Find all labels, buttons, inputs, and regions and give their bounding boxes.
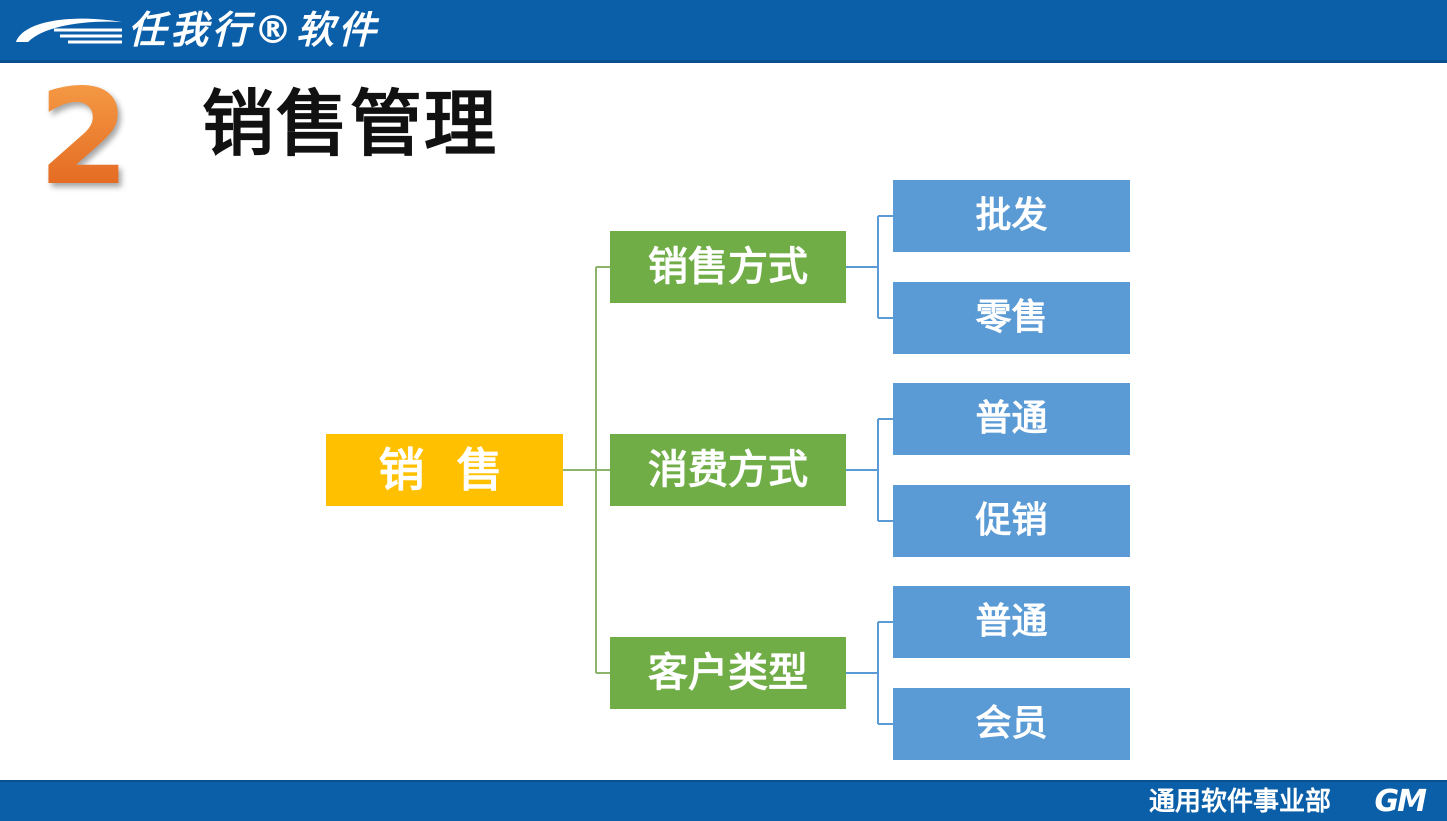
leaf-node-retail: 零售 [893, 282, 1130, 354]
footer-bar: 通用软件事业部 GM [0, 780, 1447, 821]
branch-node-consumption-method: 消费方式 [610, 434, 846, 506]
header-bar: 任我行®软件 [0, 0, 1447, 63]
leaf-node-regular: 普通 [893, 383, 1130, 455]
leaf-node-regular-customer: 普通 [893, 586, 1130, 658]
gm-logo: GM [1374, 784, 1428, 819]
branch-node-customer-type: 客户类型 [610, 637, 846, 709]
leaf-node-promotion: 促销 [893, 485, 1130, 557]
department-name: 通用软件事业部 [1148, 787, 1331, 817]
swoosh-logo-icon [16, 18, 122, 44]
section-number: 2 [38, 61, 130, 215]
brand-name: 任我行®软件 [128, 8, 381, 52]
branch-node-sales-method: 销售方式 [610, 231, 846, 303]
leaf-node-wholesale: 批发 [893, 180, 1130, 252]
page-title: 销售管理 [202, 82, 499, 166]
root-node-sales: 销 售 [326, 434, 563, 506]
leaf-node-member: 会员 [893, 688, 1130, 760]
